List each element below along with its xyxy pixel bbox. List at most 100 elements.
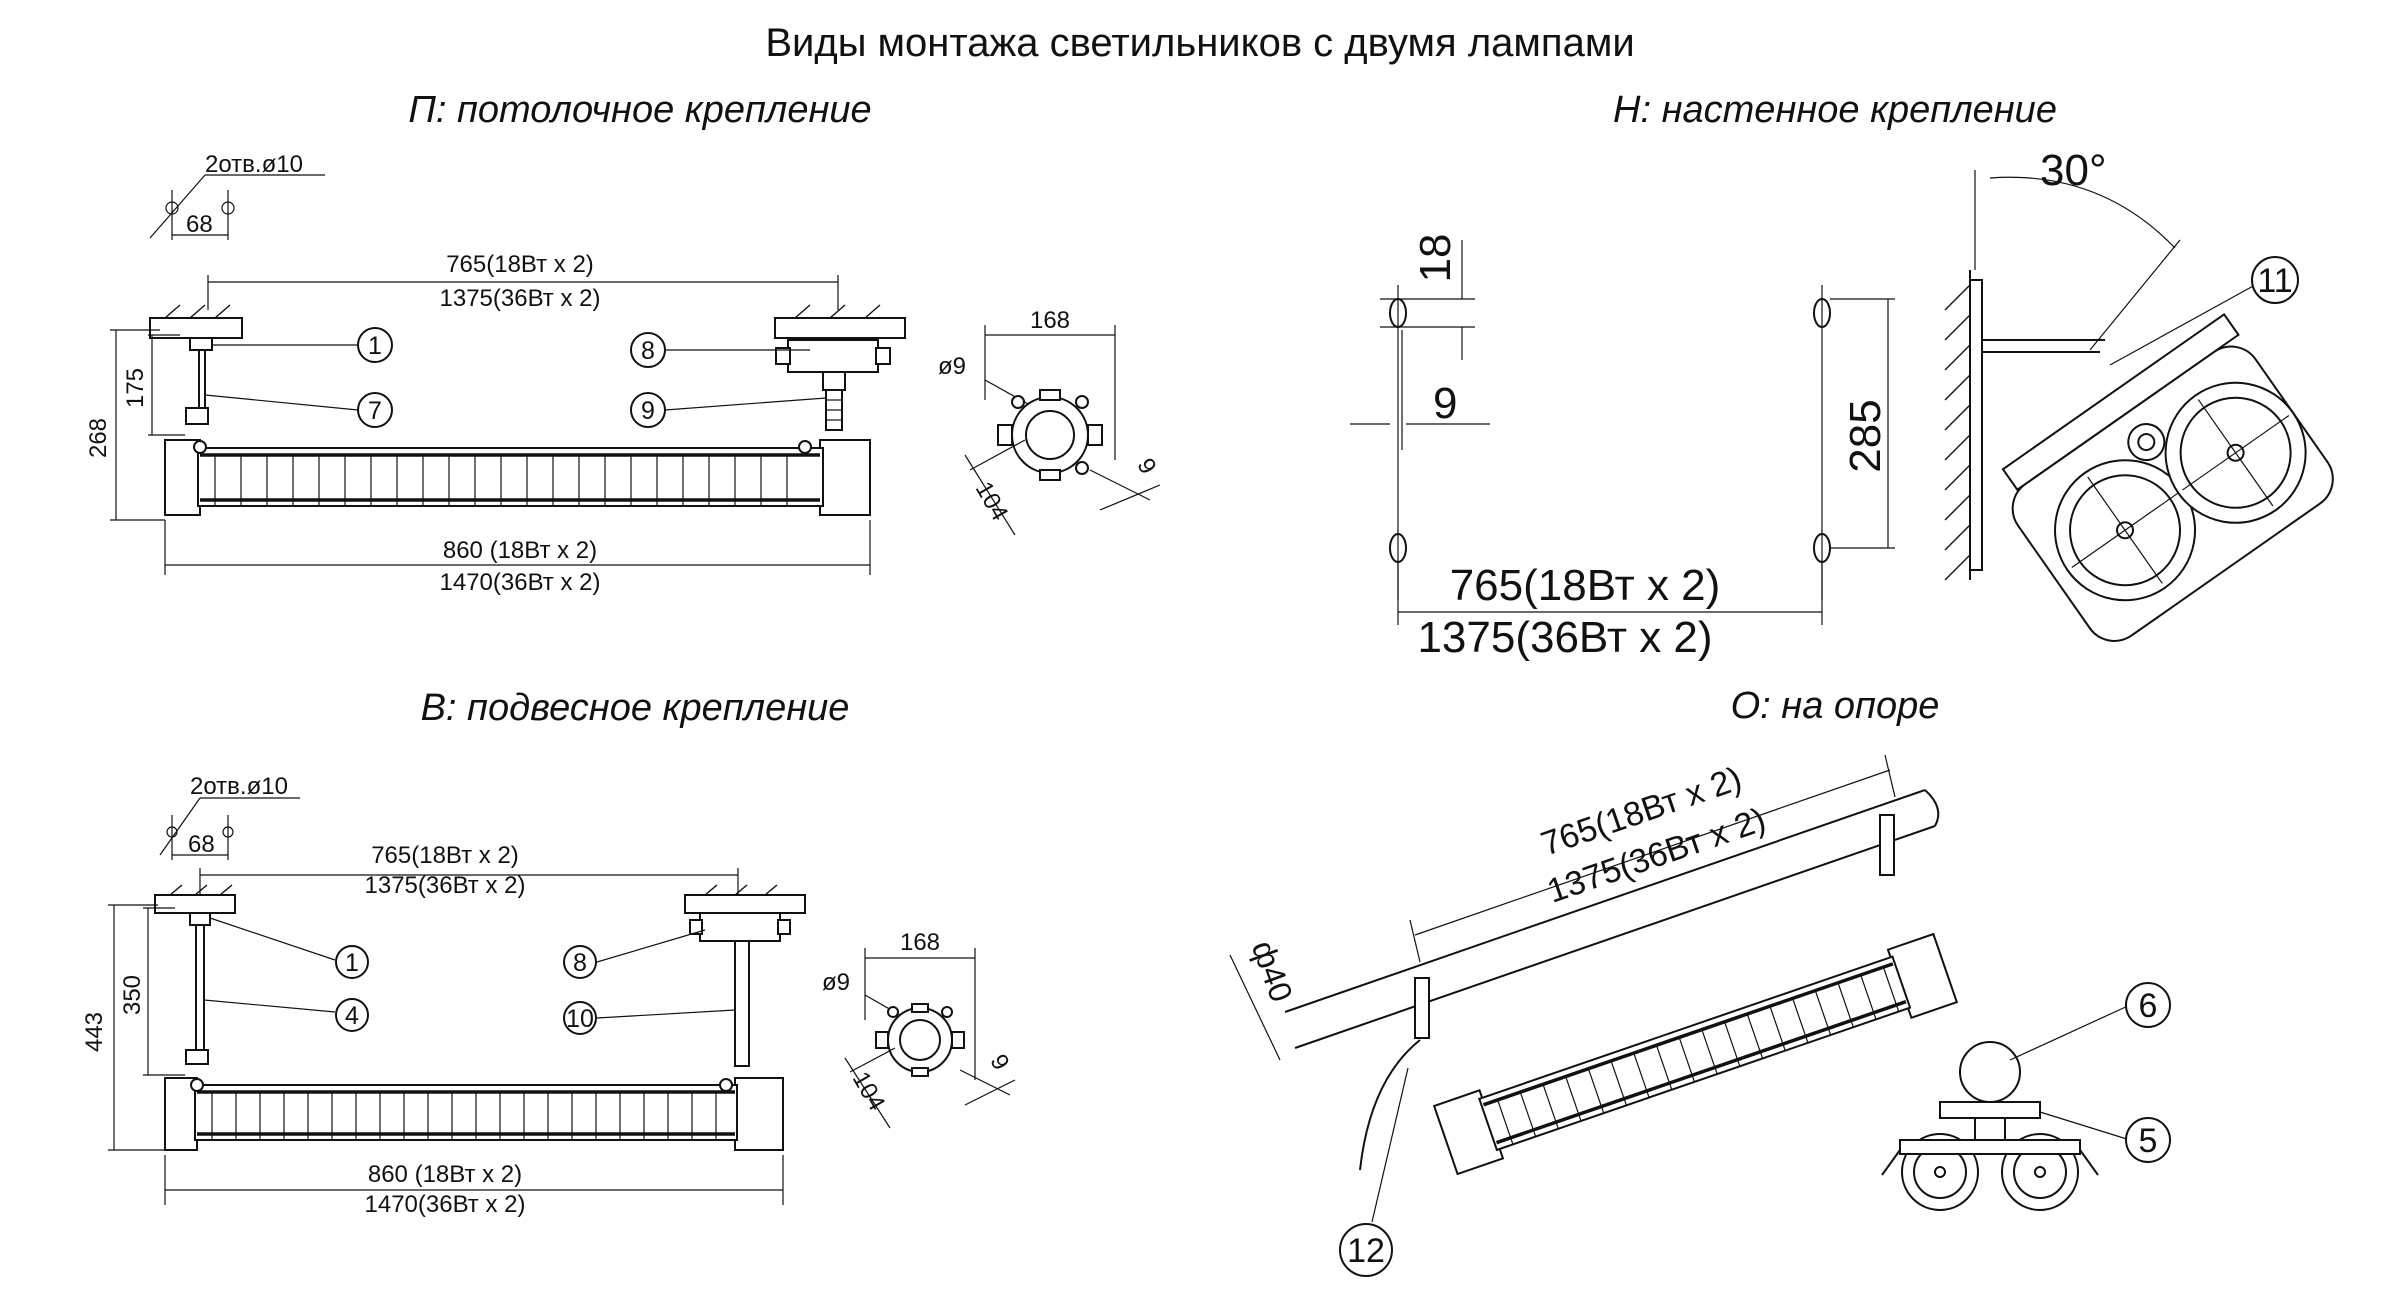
pendant-span-a: 765(18Вт х 2)	[371, 842, 519, 869]
ceiling-hole-spacing: 68	[186, 211, 213, 238]
guard-rib	[1701, 1029, 1718, 1075]
callout-4: 4	[345, 1002, 359, 1030]
pendant-side-detail: 168 ø9 104 9	[822, 929, 1016, 1129]
view-pole-title: О: на опоре	[1731, 685, 1940, 727]
callout-12: 12	[1347, 1232, 1385, 1270]
pole-clamps	[1414, 814, 1895, 1039]
pole-end-view: 6 5	[1881, 982, 2171, 1211]
guard-rib	[1519, 1091, 1537, 1137]
ceiling-side-hole: ø9	[938, 353, 966, 380]
pole-pipe	[1284, 789, 1940, 1049]
callout-1: 1	[368, 332, 382, 360]
ceiling-span-dimension: 765(18Вт х 2) 1375(36Вт х 2)	[207, 251, 839, 312]
wall-dim-18: 18	[1411, 234, 1460, 283]
guard-rib	[1565, 1076, 1582, 1122]
pendant-length-a: 860 (18Вт х 2)	[368, 1161, 522, 1188]
ceiling-side-width: 168	[1030, 307, 1070, 334]
wall-angle-label: 30°	[2040, 146, 2107, 195]
guard-rib	[1882, 966, 1900, 1012]
callout-9: 9	[641, 397, 655, 425]
view-ceiling: П: потолочное крепление 2отв.ø10 68 765(…	[85, 89, 1162, 596]
pendant-span-b: 1375(36Вт х 2)	[365, 872, 526, 899]
ceiling-length-dimension: 860 (18Вт х 2) 1470(36Вт х 2)	[164, 520, 871, 596]
callout-6: 6	[2139, 987, 2158, 1025]
wall-surface	[1944, 270, 2105, 581]
guard-rib	[1792, 998, 1809, 1044]
wall-span-a: 765(18Вт х 2)	[1450, 561, 1721, 610]
wall-hole-slots: 18 9 765(18Вт х 2) 1375(36Вт х 2) 285	[1350, 234, 1895, 662]
pendant-ceiling-rods	[154, 884, 806, 1067]
pendant-side-gap: 9	[984, 1050, 1014, 1075]
view-ceiling-title: П: потолочное крепление	[408, 89, 871, 131]
guard-rib	[1723, 1021, 1741, 1067]
guard-rib	[1860, 974, 1877, 1020]
ceiling-height-dimensions: 268 175	[85, 329, 185, 521]
guard-rib	[1587, 1068, 1605, 1114]
pendant-holes-label: 2отв.ø10	[190, 773, 288, 800]
pendant-hole-spacing: 68	[188, 831, 215, 858]
guard-rib	[1542, 1084, 1559, 1129]
pole-span-dimension: 765(18Вт х 2) 1375(36Вт х 2)	[1409, 754, 1896, 963]
guard-rib	[1678, 1037, 1696, 1083]
view-wall-title: Н: настенное крепление	[1613, 89, 2057, 131]
ceiling-side-depth: 104	[970, 477, 1013, 525]
guard-rib	[1837, 982, 1854, 1028]
guard-rib	[1655, 1045, 1673, 1090]
pendant-length-dimension: 860 (18Вт х 2) 1470(36Вт х 2)	[164, 1155, 784, 1218]
ceiling-side-gap: 9	[1131, 454, 1161, 479]
pole-callout-12: 12	[1339, 1067, 1409, 1277]
callout-1b: 1	[345, 949, 359, 977]
pole-pipe-dia: ф40	[1245, 936, 1300, 1007]
wall-span-b: 1375(36Вт х 2)	[1417, 613, 1712, 662]
ceiling-height-bracket: 175	[122, 368, 149, 408]
guard-rib	[1769, 1005, 1786, 1051]
ceiling-length-a: 860 (18Вт х 2)	[443, 537, 597, 564]
pendant-luminaire	[164, 1077, 784, 1151]
guard-rib	[1497, 1099, 1514, 1145]
wall-dim-285: 285	[1841, 399, 1890, 472]
view-pole: О: на опоре 765(18Вт х 2) 1375(36Вт х 2)…	[1229, 685, 2171, 1277]
view-pendant: В: подвесное крепление 2отв.ø10 68 765(1…	[81, 687, 1016, 1218]
ceiling-callouts: 1 7 8 9	[204, 327, 827, 428]
callout-8b: 8	[573, 949, 587, 977]
guard-rib	[1814, 990, 1832, 1036]
ceiling-height-total: 268	[85, 418, 112, 458]
pendant-side-depth: 104	[847, 1067, 890, 1115]
callout-8: 8	[641, 337, 655, 365]
view-pendant-title: В: подвесное крепление	[421, 687, 850, 729]
pendant-height-total: 443	[81, 1012, 108, 1052]
guard-rib	[1746, 1013, 1764, 1059]
callout-5: 5	[2139, 1122, 2158, 1160]
wall-callout: 11	[2109, 256, 2299, 366]
pole-luminaire	[1432, 932, 1959, 1176]
pendant-length-b: 1470(36Вт х 2)	[365, 1191, 526, 1218]
wall-luminaire	[2001, 312, 2334, 642]
pendant-height-rod: 350	[119, 975, 146, 1015]
pendant-height-dimensions: 443 350	[81, 904, 185, 1151]
ceiling-holes-label: 2отв.ø10	[205, 151, 303, 178]
pole-cable	[1359, 1039, 1421, 1171]
pendant-callouts: 1 4 8 10	[203, 917, 736, 1035]
view-wall: Н: настенное крепление 18 9 765(18Вт х	[1350, 89, 2334, 662]
page-title: Виды монтажа светильников с двумя лампам…	[765, 21, 1634, 65]
ceiling-span-b: 1375(36Вт х 2)	[440, 285, 601, 312]
ceiling-span-a: 765(18Вт х 2)	[446, 251, 594, 278]
ceiling-side-detail: 168 ø9 104 9	[938, 307, 1162, 536]
ceiling-plates	[149, 304, 906, 431]
wall-dim-9: 9	[1433, 379, 1457, 428]
pendant-span-dimension: 765(18Вт х 2) 1375(36Вт х 2)	[199, 842, 739, 905]
pendant-side-width: 168	[900, 929, 940, 956]
pendant-side-hole: ø9	[822, 969, 850, 996]
callout-7: 7	[368, 397, 382, 425]
callout-10: 10	[566, 1005, 594, 1033]
pendant-hole-detail: 2отв.ø10 68	[159, 773, 300, 860]
ceiling-luminaire	[164, 439, 871, 516]
callout-11: 11	[2257, 262, 2292, 300]
pole-pipe-diameter: ф40	[1229, 936, 1300, 1061]
guard-rib	[1610, 1060, 1627, 1106]
ceiling-length-b: 1470(36Вт х 2)	[440, 569, 601, 596]
wall-angle: 30°	[1974, 146, 2181, 351]
guard-rib	[1633, 1052, 1650, 1098]
ceiling-hole-detail: 2отв.ø10 68	[149, 151, 325, 240]
